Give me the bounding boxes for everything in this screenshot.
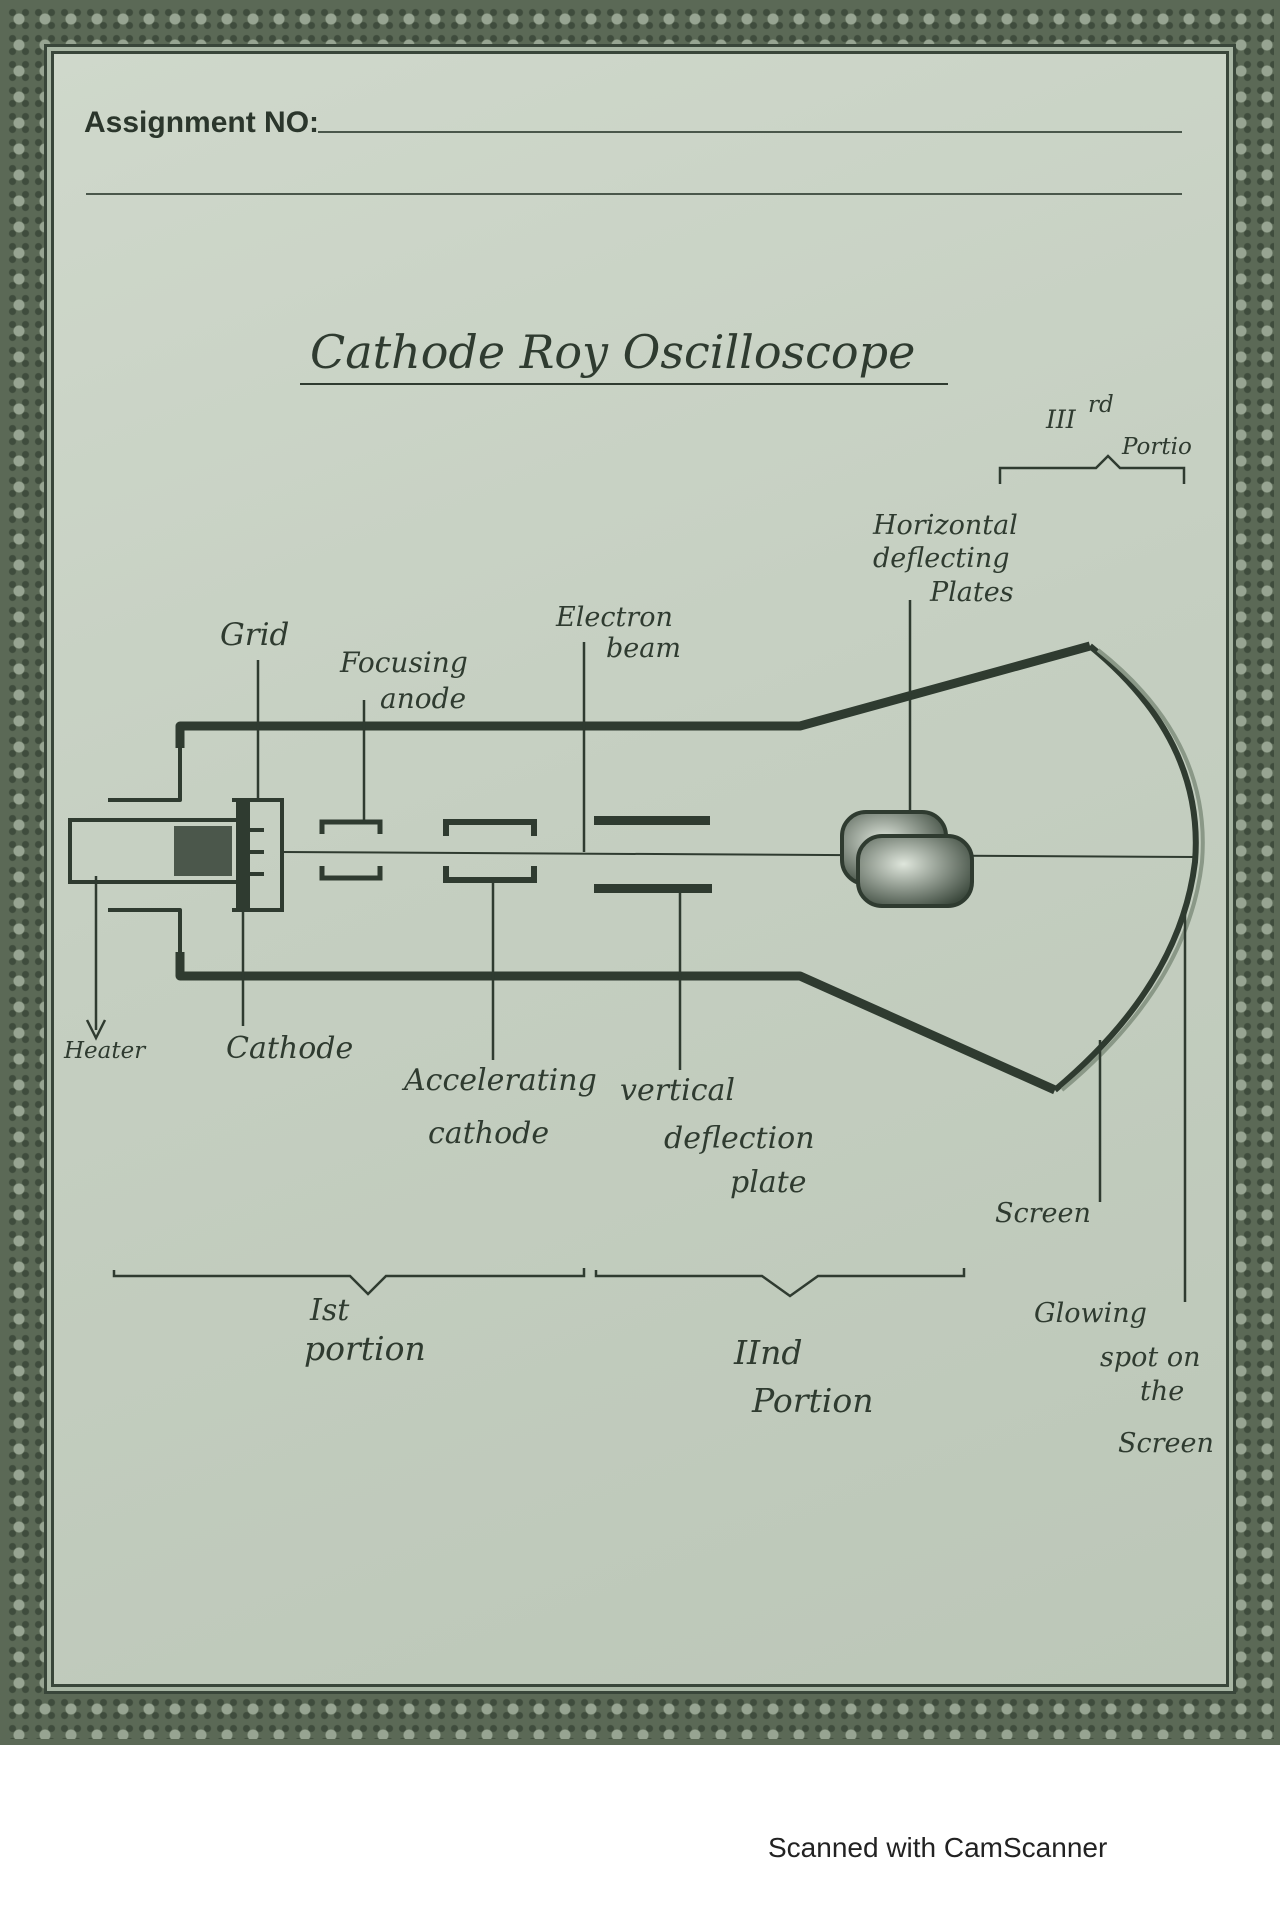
horizontal-deflection-plates <box>840 810 974 908</box>
assignment-label: Assignment NO: <box>84 106 319 139</box>
glowing-spot-label-2: spot on <box>1100 1342 1200 1373</box>
portion-braces <box>112 454 1186 1298</box>
grid-label: Grid <box>220 617 289 653</box>
vertical-deflection-plates <box>594 816 712 893</box>
glowing-spot-label-3: the <box>1140 1376 1184 1407</box>
second-portion-label-2: Portion <box>751 1381 873 1420</box>
electron-beam-label-1: Electron <box>555 602 673 633</box>
vertical-plate-label-2: deflection <box>664 1121 815 1156</box>
tube-envelope <box>108 641 1205 1095</box>
first-portion-label-1: Ist <box>309 1293 350 1328</box>
electron-beam-label-2: beam <box>606 633 681 664</box>
electron-beam-axis <box>281 851 1196 858</box>
crt-diagram: Assignment NO: Cathode Roy Oscilloscope <box>63 106 1214 1459</box>
vertical-plate-label-3: plate <box>730 1165 807 1200</box>
focusing-anode-label-2: anode <box>380 682 466 715</box>
focusing-anode-label-1: Focusing <box>339 646 468 679</box>
heater-label: Heater <box>63 1038 147 1064</box>
accelerating-cathode-electrode <box>443 819 537 883</box>
glowing-spot-label-4: Screen <box>1118 1428 1214 1459</box>
glowing-spot-label-1: Glowing <box>1034 1298 1147 1329</box>
cathode-label: Cathode <box>226 1031 353 1066</box>
first-portion-label-2: portion <box>304 1329 426 1368</box>
screen-label: Screen <box>995 1198 1091 1229</box>
third-portion-suffix: rd <box>1088 392 1114 418</box>
scanned-sheet: Assignment NO: Cathode Roy Oscilloscope <box>0 0 1280 1745</box>
third-portion-numeral: III <box>1045 405 1077 434</box>
accelerating-cathode-label-2: cathode <box>428 1116 549 1151</box>
horizontal-plates-label-1: Horizontal <box>872 510 1018 541</box>
second-portion-label-1: IInd <box>733 1333 802 1372</box>
heater-cathode-assembly <box>68 798 284 912</box>
horizontal-plates-label-3: Plates <box>929 577 1014 608</box>
horizontal-plates-label-2: deflecting <box>873 543 1010 574</box>
focusing-anode <box>319 819 383 881</box>
third-portion-word: Portio <box>1121 434 1192 460</box>
leader-lines <box>85 600 1187 1302</box>
accelerating-cathode-label-1: Accelerating <box>401 1063 597 1098</box>
camscanner-watermark: Scanned with CamScanner <box>768 1832 1108 1863</box>
vertical-plate-label-1: vertical <box>620 1073 735 1108</box>
diagram-title: Cathode Roy Oscilloscope <box>310 325 915 379</box>
